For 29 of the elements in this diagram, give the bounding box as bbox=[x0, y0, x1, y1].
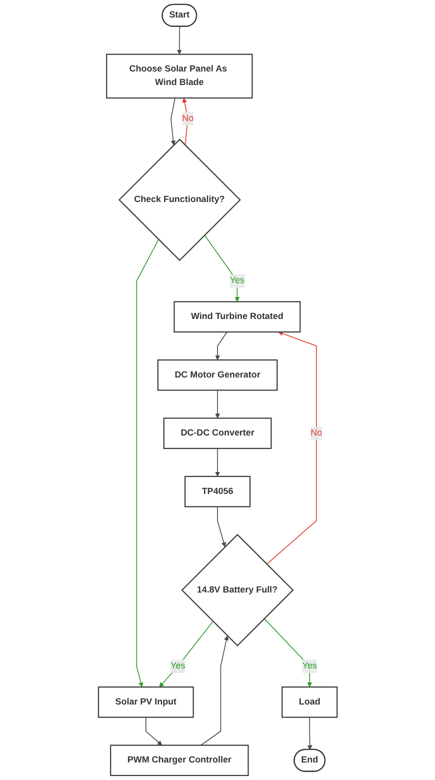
node-diamond: 14.8V Battery Full? bbox=[180, 534, 294, 646]
edge-label: No bbox=[182, 114, 194, 124]
arrow bbox=[200, 636, 228, 746]
node-box: DC-DC Converter bbox=[163, 418, 272, 449]
arrow bbox=[307, 716, 312, 750]
arrow bbox=[214, 390, 220, 418]
arrow bbox=[204, 234, 240, 302]
edge-label: Yes bbox=[170, 661, 185, 671]
arrow bbox=[158, 620, 214, 688]
node-box: Choose Solar Panel As Wind Blade bbox=[106, 54, 252, 99]
edge-label: No bbox=[310, 428, 322, 438]
node-box: PWM Charger Controller bbox=[110, 744, 248, 776]
node-box: Wind Turbine Rotated bbox=[173, 301, 300, 333]
edge-label: Yes bbox=[302, 661, 317, 671]
node-diamond: Check Functionality? bbox=[118, 138, 241, 262]
node-box: DC Motor Generator bbox=[157, 359, 278, 391]
edge-label: Yes bbox=[230, 276, 244, 286]
arrow bbox=[266, 331, 317, 565]
node-box: Load bbox=[281, 686, 338, 718]
arrow bbox=[145, 716, 162, 746]
node-box: TP4056 bbox=[184, 476, 250, 508]
arrow bbox=[136, 239, 159, 688]
node-box: Solar PV Input bbox=[98, 686, 194, 718]
arrow bbox=[170, 98, 176, 146]
arrow bbox=[214, 332, 228, 360]
arrow bbox=[176, 26, 182, 55]
arrow bbox=[214, 448, 220, 477]
arrow bbox=[216, 506, 226, 548]
arrow bbox=[264, 618, 312, 688]
